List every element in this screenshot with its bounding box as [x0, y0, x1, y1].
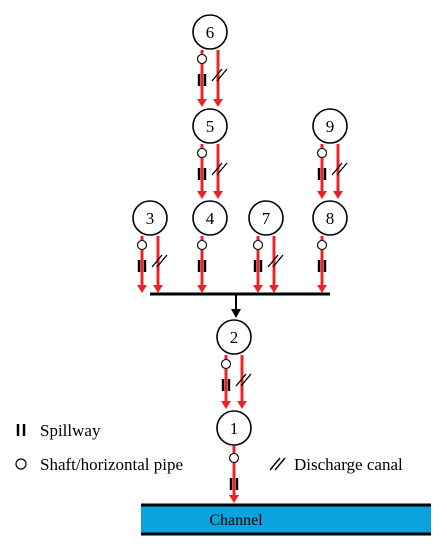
shaft-icon — [252, 239, 264, 251]
node-label: 1 — [230, 419, 239, 438]
node-label: 2 — [230, 328, 239, 347]
node-label: 3 — [146, 209, 155, 228]
node-label: 5 — [206, 117, 215, 136]
node-8: 8 — [312, 200, 348, 236]
channel-label: Channel — [209, 512, 263, 529]
node-1: 1 — [216, 410, 252, 446]
flow-arrow-icon — [197, 99, 207, 107]
discharge-canal-icon — [269, 457, 286, 471]
node-label: 8 — [326, 209, 335, 228]
flow-arrow-icon — [197, 285, 207, 293]
discharge-canal-icon — [267, 254, 279, 268]
flow-arrow-icon — [269, 285, 279, 293]
flow-arrow-icon — [137, 285, 147, 293]
node-label: 9 — [326, 117, 335, 136]
flow-arrow-icon — [221, 401, 231, 409]
discharge-canal-icon — [211, 68, 223, 82]
shaft-icon — [316, 239, 328, 251]
flow-arrow-icon — [213, 191, 223, 199]
channel: Channel — [141, 503, 431, 536]
node-label: 6 — [206, 23, 215, 42]
shaft-icon — [196, 53, 208, 65]
discharge-canal-icon — [216, 162, 228, 176]
shaft-icon — [136, 239, 148, 251]
node-2: 2 — [216, 319, 252, 355]
legend: Spillway Shaft/horizontal pipe Discharge… — [15, 421, 403, 474]
shaft-icon — [228, 452, 240, 464]
channel-bar — [141, 506, 431, 533]
legend-spillway-label: Spillway — [40, 421, 101, 440]
discharge-canal-icon — [211, 162, 223, 176]
shaft-icon — [15, 458, 27, 470]
node-label: 4 — [206, 209, 215, 228]
spillway-icon — [16, 424, 26, 436]
node-3: 3 — [132, 200, 168, 236]
flow-arrow-icon — [197, 191, 207, 199]
collector-arrow-head — [231, 309, 241, 318]
shaft-icon — [196, 147, 208, 159]
discharge-canal-icon — [151, 254, 163, 268]
shaft-icon — [316, 147, 328, 159]
discharge-canal-icon — [331, 162, 343, 176]
discharge-canal-icon — [336, 162, 348, 176]
flow-arrow-icon — [153, 285, 163, 293]
discharge-canal-icon — [156, 254, 168, 268]
node-9: 9 — [312, 108, 348, 144]
flow-arrow-icon — [317, 191, 327, 199]
flow-connectors — [136, 50, 348, 503]
node-5: 5 — [192, 108, 228, 144]
legend-shaft-label: Shaft/horizontal pipe — [40, 455, 183, 474]
discharge-canal-icon — [240, 373, 252, 387]
flow-arrow-icon — [213, 99, 223, 107]
discharge-canal-icon — [216, 68, 228, 82]
node-label: 7 — [262, 209, 271, 228]
shaft-icon — [196, 239, 208, 251]
flow-arrow-icon — [237, 401, 247, 409]
discharge-canal-icon — [235, 373, 247, 387]
node-4: 4 — [192, 200, 228, 236]
flow-arrow-icon — [253, 285, 263, 293]
flow-arrow-icon — [333, 191, 343, 199]
flow-arrow-icon — [317, 285, 327, 293]
flow-arrow-icon — [229, 495, 239, 503]
legend-canal-label: Discharge canal — [294, 455, 403, 474]
node-6: 6 — [192, 14, 228, 50]
node-7: 7 — [248, 200, 284, 236]
discharge-canal-icon — [272, 254, 284, 268]
shaft-icon — [220, 358, 232, 370]
